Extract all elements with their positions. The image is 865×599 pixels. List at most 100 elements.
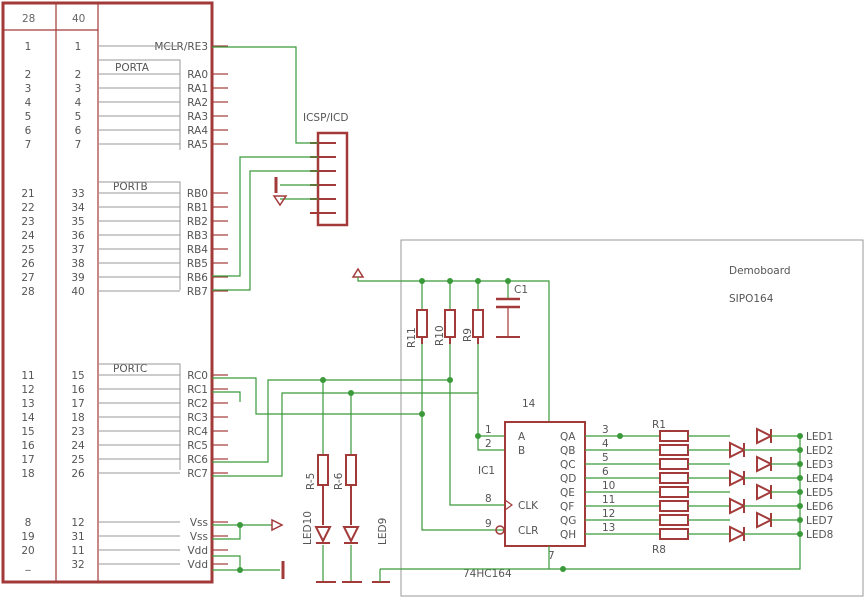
pin-name: RC0 (187, 370, 208, 382)
pin-num-b: 32 (71, 559, 84, 571)
microcontroller-symbol (1, 1, 214, 584)
led-label: LED6 (806, 501, 834, 513)
pin-name: RB1 (187, 202, 208, 214)
pin-num-a: 7 (25, 139, 32, 151)
junction (797, 531, 803, 537)
pin-num-b: 31 (71, 531, 84, 543)
junction (797, 475, 803, 481)
pin-num-a: 25 (21, 244, 34, 256)
port-brackets (99, 45, 181, 470)
led-diode (729, 441, 747, 459)
vcc-rail (357, 277, 550, 422)
header-col-a: 28 (22, 13, 35, 25)
pin-num-b: 3 (75, 83, 82, 95)
capacitor-c1 (496, 297, 520, 338)
pin-name: RB7 (187, 286, 208, 298)
ic1-input-pin-num: 8 (485, 493, 492, 505)
ic1-output-pin-num: 3 (602, 424, 609, 436)
ic1-output-pin-name: QE (560, 487, 575, 499)
icsp-header (310, 131, 349, 227)
pin-num-b: 12 (71, 517, 84, 529)
pin-num-a: 18 (21, 468, 34, 480)
pin-num-a: 20 (21, 545, 34, 557)
pin-num-b: 40 (71, 286, 84, 298)
pin-num-b: 6 (75, 125, 82, 137)
ic1-output-pin-num: 11 (602, 494, 615, 506)
r11-label: R11 (406, 327, 418, 348)
pin-num-b: 24 (71, 440, 85, 452)
pin-num-b: 17 (71, 398, 84, 410)
pin-name: Vdd (187, 545, 208, 557)
pin-num-b: 34 (71, 202, 85, 214)
led-resistors-small (314, 454, 362, 583)
pin-num-b: 1 (75, 41, 82, 53)
ic1-input-pin-name: CLK (518, 500, 539, 512)
ic1-body (495, 421, 586, 547)
icsp-label: ICSP/ICD (303, 112, 348, 124)
vcc-symbol (351, 267, 365, 278)
pin-name: Vss (190, 517, 208, 529)
ic1-output-pin-name: QF (560, 501, 574, 513)
ic-input-wires (421, 344, 505, 531)
pin-num-a: 22 (21, 202, 34, 214)
output-resistor (659, 430, 689, 442)
led10-label: LED10 (302, 511, 314, 545)
pin-num-b: 37 (71, 244, 84, 256)
port-a-label: PORTA (115, 62, 150, 74)
demoboard-title: Demoboard (729, 265, 791, 277)
pin-name: MCLR/RE3 (154, 41, 208, 53)
pin-name: RC3 (187, 412, 208, 424)
power-wires (212, 524, 280, 571)
ic1-output-pin-name: QC (560, 459, 576, 471)
pin-num-a: 8 (25, 517, 32, 529)
pin-num-b: 25 (71, 454, 84, 466)
pin-num-b: 5 (75, 111, 82, 123)
pin-name: RC5 (187, 440, 208, 452)
pin-name: RA4 (187, 125, 208, 137)
output-resistor (659, 458, 689, 470)
demoboard-frame (400, 239, 864, 597)
pin-num-a: 1 (25, 41, 32, 53)
led-bank: QA3LED1QB4LED2QC5LED3QD6LED4QE10LED5QF11… (560, 424, 834, 543)
port-c-label: PORTC (113, 363, 147, 375)
pin-num-a: 19 (21, 531, 34, 543)
led-label: LED5 (806, 487, 833, 499)
pin-num-a: _ (24, 559, 31, 571)
output-resistor (659, 514, 689, 526)
led-diode (729, 469, 747, 487)
port-b-label: PORTB (113, 181, 148, 193)
led-diode (756, 511, 774, 529)
output-resistor (659, 472, 689, 484)
pin-name: RA1 (187, 83, 208, 95)
pin-num-b: 33 (71, 188, 84, 200)
pin-num-a: 17 (21, 454, 34, 466)
pin-num-b: 16 (71, 384, 85, 396)
r8-label: R8 (652, 544, 666, 556)
junction (797, 503, 803, 509)
pin-num-b: 26 (71, 468, 85, 480)
r10-label: R10 (434, 325, 446, 346)
junction (797, 489, 803, 495)
pin-num-a: 24 (21, 230, 35, 242)
pin-num-b: 15 (71, 370, 84, 382)
pin-name: RC1 (187, 384, 208, 396)
junction (797, 447, 803, 453)
output-resistor (659, 486, 689, 498)
pin-name: RA2 (187, 97, 208, 109)
portc-wires (212, 377, 478, 477)
r6-label: R-6 (333, 472, 345, 490)
junction (617, 433, 623, 439)
pin-name: RB5 (187, 258, 208, 270)
led-label: LED3 (806, 459, 833, 471)
led9-label: LED9 (377, 518, 389, 545)
ic1-gnd-pin: 7 (548, 550, 555, 562)
ic1-input-pin-name: B (518, 445, 525, 457)
junction (797, 517, 803, 523)
pin-num-a: 5 (25, 111, 32, 123)
led-label: LED2 (806, 445, 833, 457)
c1-label: C1 (514, 284, 528, 296)
led-label: LED8 (806, 529, 833, 541)
